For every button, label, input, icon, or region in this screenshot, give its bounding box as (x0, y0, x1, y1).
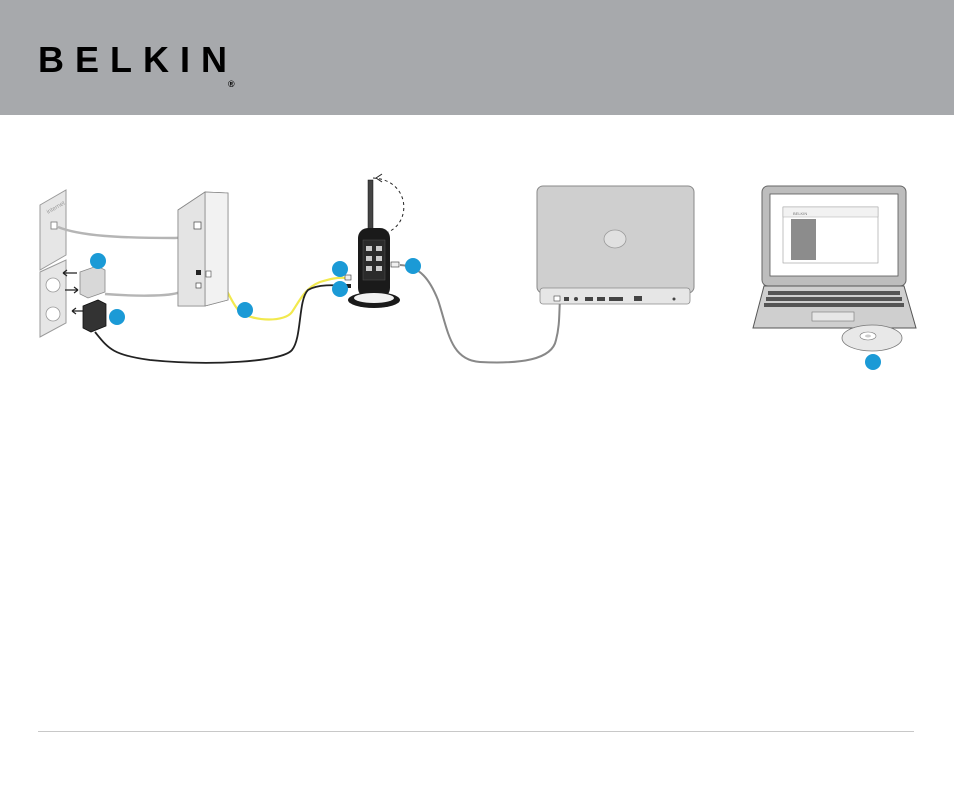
router-power-adapter (83, 300, 106, 332)
wall-jack: internet (40, 190, 67, 270)
modem-power-adapter (80, 266, 105, 298)
internet-cable (58, 226, 198, 238)
ethernet-cable-yellow (210, 275, 346, 320)
step-callout (90, 253, 106, 269)
registered-mark: ® (228, 64, 235, 104)
step-callout (332, 261, 348, 277)
setup-diagram: internet (0, 160, 954, 390)
screen-window-title: BELKIN (793, 211, 807, 216)
brand-name: BELKIN (38, 39, 238, 80)
computer-ethernet-cable (400, 265, 560, 362)
step-callout (332, 281, 348, 297)
step-callout (865, 354, 881, 370)
power-outlet (40, 260, 86, 337)
install-cd (842, 325, 902, 351)
step-callout (237, 302, 253, 318)
modem (178, 192, 228, 306)
router (345, 174, 404, 308)
header-bar: BELKIN® (0, 0, 954, 115)
laptop: BELKIN (753, 186, 916, 328)
computer (537, 186, 694, 304)
step-callout (109, 309, 125, 325)
footer-divider (38, 731, 914, 732)
step-callout (405, 258, 421, 274)
brand-logo: BELKIN® (38, 40, 238, 80)
